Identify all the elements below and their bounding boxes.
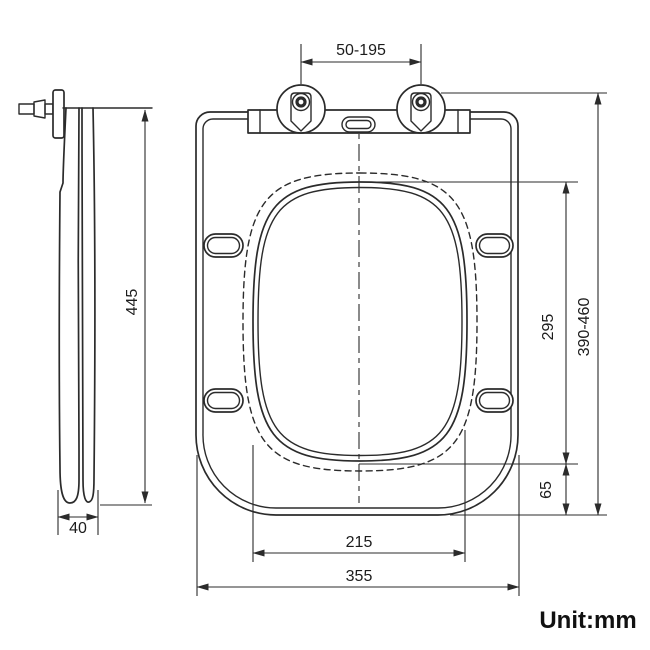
top-view [195,84,519,516]
seat-inner-contour [202,118,512,509]
hinge-right-ring [411,92,431,112]
dim-label-side-thickness: 40 [69,520,87,537]
bumpers [203,233,514,413]
bolt-collar [33,99,46,119]
bar-slot-inner [345,119,372,130]
hinge-right-circle [396,84,446,134]
dim-label-back-offset: 65 [538,481,555,499]
hinge-bolt-icon [18,89,65,139]
lid-profile [81,107,96,503]
opening-hidden-contour [242,172,478,472]
bar-slot [341,116,376,133]
dimensions: 50-195 390-460 295 65 215 355 [196,42,607,596]
dim-label-inner-length: 295 [540,314,557,341]
bumper-bottom-left-inner [206,391,241,410]
hinge-right-bolt-icon [410,92,432,132]
bumper-bottom-right [475,388,514,413]
bumper-top-left [203,233,244,258]
dim-label-inner-width: 215 [346,534,373,551]
opening-outer [252,181,468,462]
dim-label-side-height: 445 [124,289,141,316]
seat-outer-contour [195,111,519,516]
bolt-tip [18,103,35,115]
bumper-top-right-inner [478,236,511,255]
unit-label: Unit:mm [539,607,636,634]
bumper-bottom-left [203,388,244,413]
hinge-left-circle [276,84,326,134]
bumper-bottom-right-inner [478,391,511,410]
seat-ring-profile [58,107,80,504]
bumper-top-left-inner [206,236,241,255]
hinge-right [396,84,446,134]
bolt-shaft [44,103,54,115]
hinge-plate [52,89,65,139]
dim-label-overall-width: 355 [346,568,373,585]
dim-label-hinge-spacing: 50-195 [336,42,386,59]
hinge-left-bolt-icon [290,92,312,132]
dim-label-overall-length: 390-460 [576,298,593,357]
opening-rim [257,186,463,457]
side-view: 445 40 [18,89,153,537]
hinge-left-ring [291,92,311,112]
hinge-left-pin [295,96,307,108]
bumper-top-right [475,233,514,258]
hinge-right-pin [415,96,427,108]
hinge-left [276,84,326,134]
